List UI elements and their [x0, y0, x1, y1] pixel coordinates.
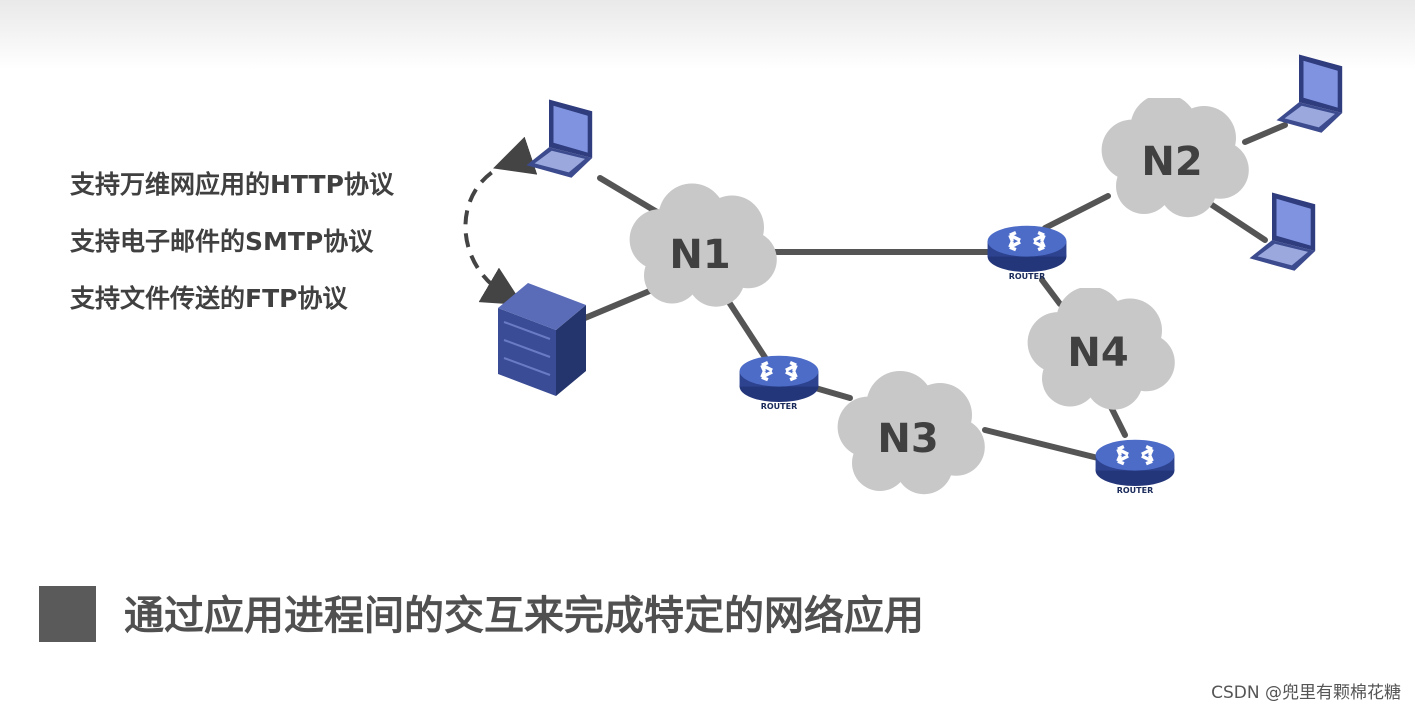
link-n1-router2	[722, 293, 773, 368]
server-icon	[498, 283, 586, 396]
watermark: CSDN @兜里有颗棉花糖	[1211, 683, 1401, 703]
link-laptop1-n1	[597, 175, 665, 218]
link-router1-n4	[1039, 277, 1063, 307]
bullet-smtp: 支持电子邮件的SMTP协议	[70, 227, 374, 256]
link-n2-laptop2	[1242, 122, 1288, 145]
network-cloud-n1: N1	[629, 183, 777, 307]
network-cloud-n3: N3	[837, 371, 985, 495]
cloud-label-n1: N1	[669, 232, 730, 278]
bullet-http: 支持万维网应用的HTTP协议	[70, 170, 394, 199]
router-icon: ROUTER	[1093, 437, 1177, 495]
cloud-label-n3: N3	[877, 416, 938, 462]
link-n4-router3	[1107, 402, 1128, 438]
link-server-n1	[582, 287, 655, 321]
router-label: ROUTER	[1117, 486, 1154, 495]
network-links	[582, 122, 1288, 461]
router-icon: ROUTER	[737, 353, 821, 411]
link-n3-router3	[982, 427, 1101, 461]
bullet-ftp: 支持文件传送的FTP协议	[70, 284, 348, 313]
protocol-list: 支持万维网应用的HTTP协议 支持电子邮件的SMTP协议 支持文件传送的FTP协…	[70, 165, 394, 336]
process-interaction-arrow	[463, 136, 538, 306]
link-n2-laptop3	[1209, 202, 1268, 243]
banner-square-marker	[39, 586, 96, 642]
laptop-icon	[1249, 192, 1316, 271]
banner-title: 通过应用进程间的交互来完成特定的网络应用	[124, 593, 924, 639]
router-label: ROUTER	[761, 402, 798, 411]
router-label: ROUTER	[1009, 272, 1046, 281]
cloud-label-n2: N2	[1141, 139, 1202, 185]
link-router1-n2	[1042, 193, 1111, 231]
network-diagram: N1 N2 N3 N4 ROUTER ROUTER ROUTER	[463, 54, 1343, 495]
laptop-icon	[526, 99, 593, 178]
top-shade	[0, 0, 1415, 70]
laptop-icon	[1276, 54, 1343, 133]
network-cloud-n4: N4	[1027, 288, 1175, 410]
cloud-label-n4: N4	[1067, 330, 1128, 376]
network-cloud-n2: N2	[1101, 98, 1249, 218]
router-icon: ROUTER	[985, 223, 1069, 281]
